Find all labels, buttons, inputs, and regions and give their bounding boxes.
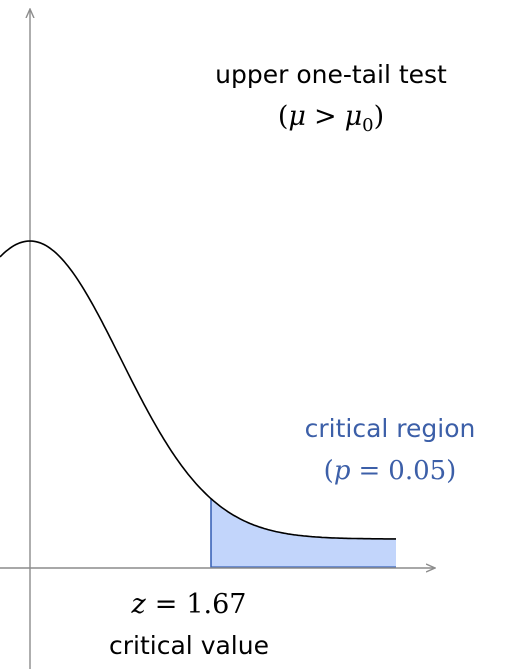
critical-z-label: z=1.67 — [131, 589, 247, 620]
density-curve — [0, 240, 396, 540]
title-line-1: upper one-tail test — [215, 60, 447, 89]
p-value-label: (p=0.05) — [324, 456, 457, 486]
title-line-2: (μ>μ0) — [278, 101, 384, 136]
critical-region-label: critical region — [305, 414, 476, 443]
critical-value-label: critical value — [109, 631, 269, 660]
critical-region-fill — [211, 498, 396, 568]
